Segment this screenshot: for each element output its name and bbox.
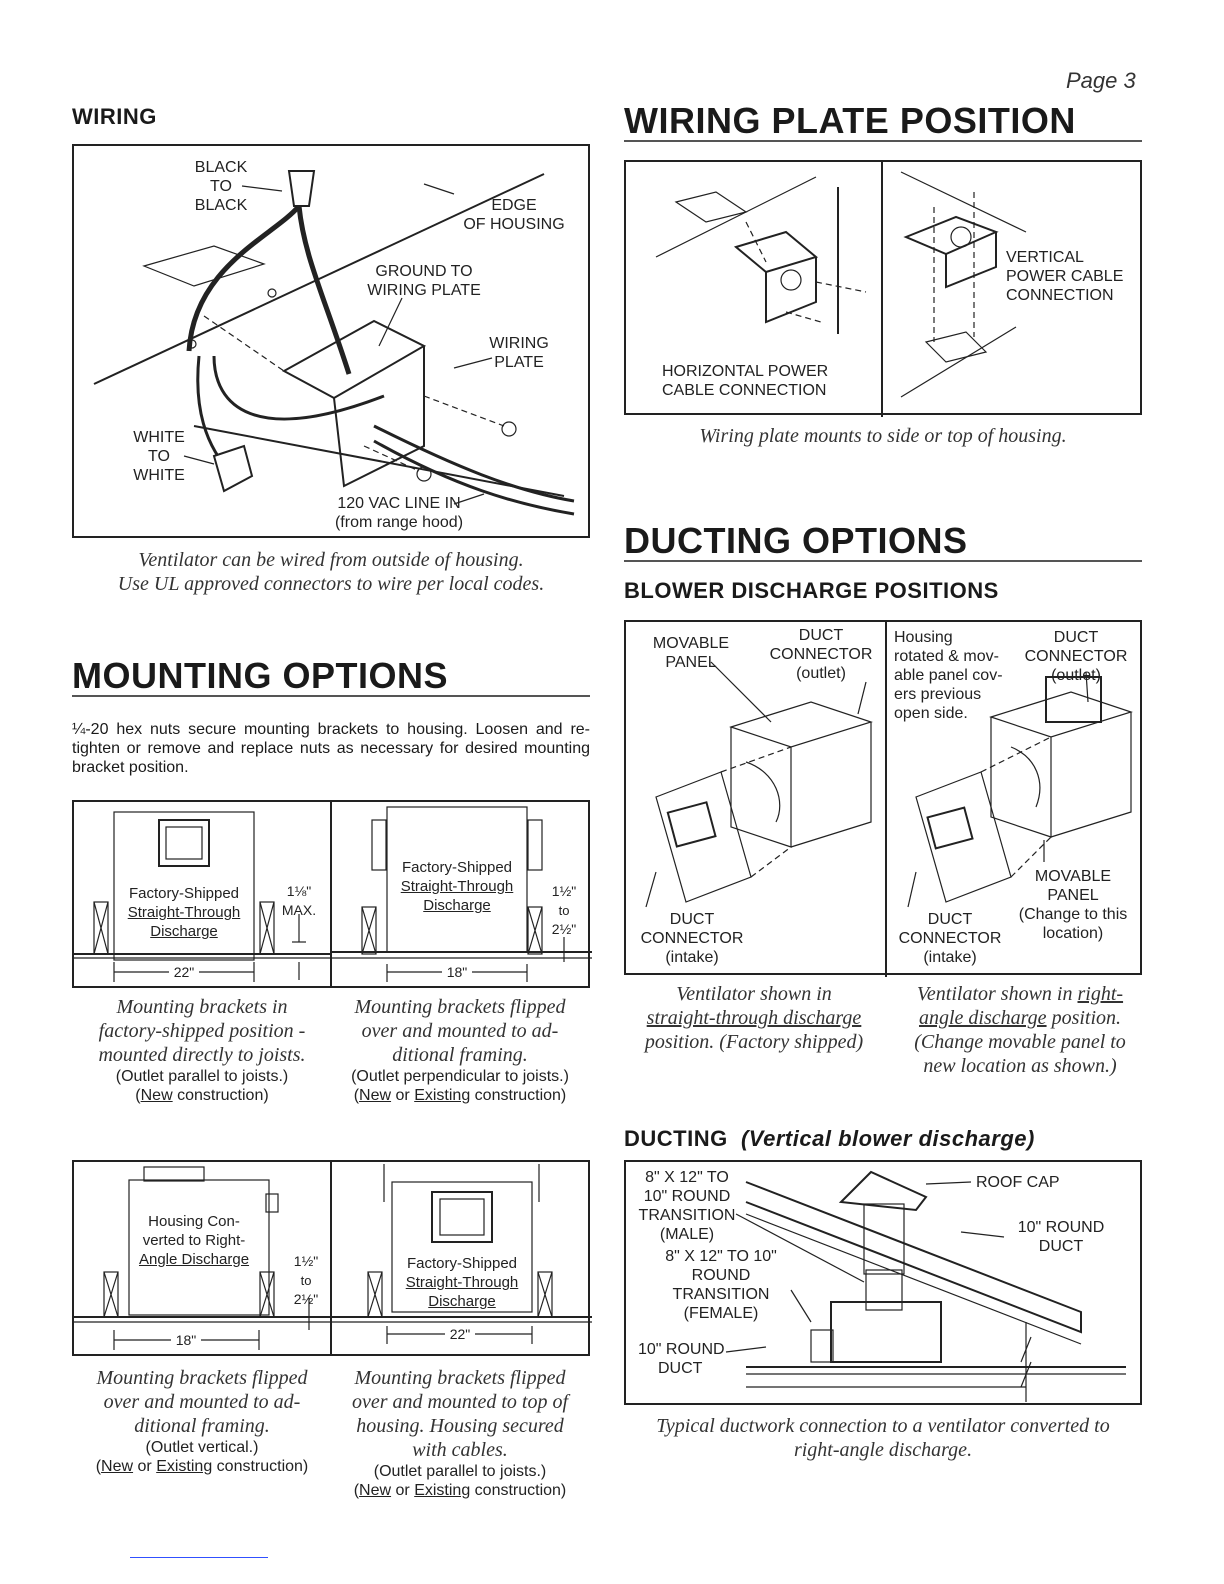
mounting-panel-3-caption: Mounting brackets flipped over and mount…: [95, 1367, 309, 1475]
mounting-panel-3: Housing Con- verted to Right- Angle Disc…: [72, 1160, 334, 1356]
panel1-label: Factory-Shipped Straight-Through Dischar…: [127, 885, 241, 940]
panel3-width: 18": [171, 1331, 201, 1349]
mounting-panel-2: Factory-Shipped Straight-Through Dischar…: [330, 800, 592, 988]
panel1-dim: 1⅛"MAX.: [281, 883, 317, 918]
right-angle-caption: Ventilator shown in right- angle dischar…: [914, 983, 1126, 1077]
panel3-label: Housing Con- verted to Right- Angle Disc…: [138, 1213, 250, 1268]
ducting-caption: Typical ductwork connection to a ventila…: [656, 1415, 1110, 1461]
panel2-width: 18": [442, 963, 472, 981]
mounting-options-heading: MOUNTING OPTIONS: [72, 655, 448, 696]
mounting-panel-2-illustration: [332, 806, 592, 982]
ducting-heading: DUCTING (Vertical blower discharge): [624, 1126, 1035, 1151]
mounting-panel-4: Factory-Shipped Straight-Through Dischar…: [330, 1160, 592, 1356]
page-number: Page 3: [1066, 68, 1136, 93]
wiring-plate-caption: Wiring plate mounts to side or top of ho…: [699, 425, 1067, 447]
mounting-intro: ¼-20 hex nuts secure mounting brackets t…: [72, 721, 590, 776]
mounting-panel-4-illustration: [332, 1164, 592, 1344]
blower-discharge-heading: BLOWER DISCHARGE POSITIONS: [624, 578, 999, 603]
panel2-label: Factory-Shipped Straight-Through Dischar…: [400, 859, 514, 914]
ducting-options-heading: DUCTING OPTIONS: [624, 520, 968, 561]
mounting-panel-1: Factory-Shipped Straight-Through Dischar…: [72, 800, 334, 988]
ducting-illustration: [725, 1170, 1126, 1402]
heading-rule: [624, 560, 1142, 562]
mounting-panel-2-caption: Mounting brackets flipped over and mount…: [351, 996, 569, 1104]
wiring-illustration: [93, 170, 575, 516]
mounting-panel-1-caption: Mounting brackets in factory-shipped pos…: [98, 996, 306, 1104]
wiring-heading: WIRING: [72, 104, 157, 129]
footer-rule: [130, 1557, 268, 1558]
heading-rule: [72, 695, 590, 697]
panel4-label: Factory-Shipped Straight-Through Dischar…: [405, 1255, 519, 1310]
line-in-label: 120 VAC LINE IN(from range hood): [334, 495, 464, 531]
panel1-width: 22": [169, 963, 199, 981]
mounting-panel-4-caption: Mounting brackets flipped over and mount…: [351, 1367, 569, 1499]
blower-discharge-illustration: [645, 622, 1133, 977]
roof-cap-label: ROOF CAP: [976, 1174, 1060, 1191]
mounting-panel-1-illustration: [74, 811, 334, 982]
wiring-caption: Ventilator can be wired from outside of …: [117, 549, 545, 595]
straight-through-caption: Ventilator shown in straight-through dis…: [644, 983, 864, 1053]
wiring-plate-illustration: [655, 162, 1027, 417]
wiring-plate-position-heading: WIRING PLATE POSITION: [624, 100, 1076, 141]
heading-rule: [624, 140, 1142, 142]
panel4-width: 22": [445, 1325, 475, 1343]
